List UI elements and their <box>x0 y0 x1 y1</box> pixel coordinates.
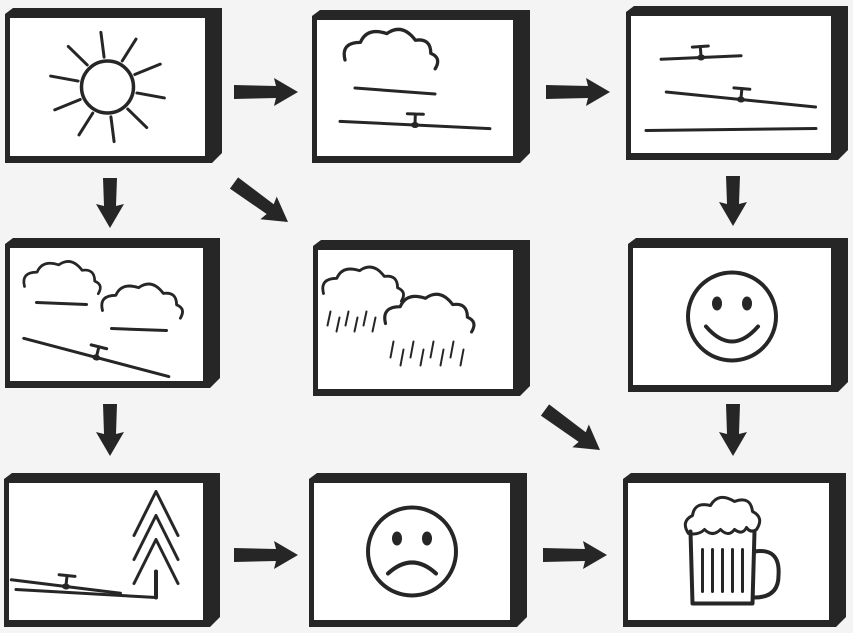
arrow-icon <box>234 78 298 106</box>
panel-face <box>628 483 829 620</box>
panel-face <box>318 250 513 389</box>
panel-rain <box>313 240 530 396</box>
arrow-icon <box>546 78 610 106</box>
sun-icon <box>49 30 166 144</box>
arrow-icon <box>234 541 298 569</box>
gliders-icon <box>644 44 818 132</box>
panel-clouds-two <box>5 238 220 388</box>
panel-sad <box>309 473 527 627</box>
rain-clouds-icon <box>321 265 476 367</box>
arrow-icon <box>543 541 607 569</box>
panel-face <box>314 483 510 620</box>
panel-happy <box>628 238 848 392</box>
panel-sunny <box>5 8 222 163</box>
panel-clouds-glider <box>312 10 530 163</box>
panel-face <box>631 16 831 153</box>
panel-landout <box>4 473 220 627</box>
clouds-glider-icon <box>22 260 184 379</box>
tree-landing-icon <box>9 490 180 600</box>
arrow-icon <box>719 176 747 226</box>
panel-face <box>10 18 205 156</box>
cloud-glider-icon <box>338 27 492 131</box>
arrow-icon <box>96 178 124 228</box>
smiley-happy-icon <box>686 270 778 363</box>
arrow-icon <box>540 404 601 451</box>
panel-face <box>9 483 203 620</box>
smiley-sad-icon <box>366 505 458 598</box>
panel-face <box>633 248 831 385</box>
arrow-icon <box>719 404 747 456</box>
panel-gliders-flying <box>626 6 848 160</box>
panel-beer <box>623 473 846 627</box>
arrow-icon <box>96 404 124 456</box>
beer-mug-icon <box>683 495 781 606</box>
arrow-icon <box>229 177 288 222</box>
